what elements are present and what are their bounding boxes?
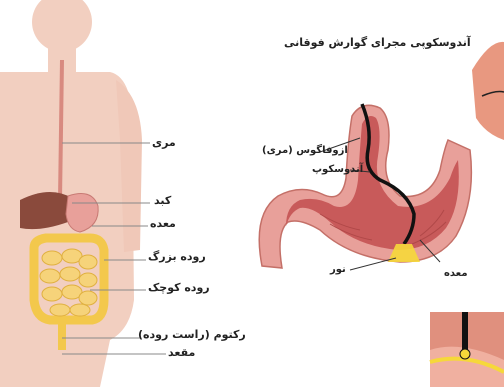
label-endoscope: آندوسکوپ	[312, 164, 363, 175]
label-esophagus-scope: ازوفاگوس (مری)	[262, 145, 348, 156]
inset-detail	[430, 312, 504, 387]
body-silhouette	[0, 0, 142, 387]
label-small-intestine: روده کوچک	[148, 281, 210, 294]
label-esophagus: مری	[152, 136, 176, 149]
label-anus: مقعد	[168, 346, 195, 359]
label-stomach: معده	[150, 217, 176, 230]
label-rectum: رکتوم (راست روده)	[138, 328, 246, 341]
esophagus-shape	[60, 60, 62, 200]
label-stomach-scope: معده	[444, 268, 468, 279]
endoscopy-title: آندوسکوپی مجرای گوارش فوقانی	[284, 36, 471, 49]
label-large-intestine: روده بزرگ	[148, 250, 206, 263]
label-liver: کبد	[154, 194, 171, 207]
label-light: نور	[330, 264, 346, 275]
